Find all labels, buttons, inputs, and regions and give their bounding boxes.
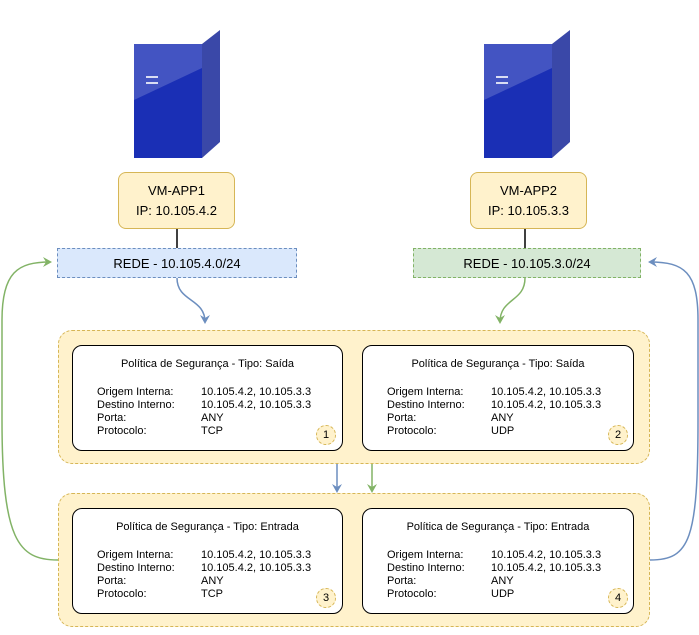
field-value: 10.105.4.2, 10.105.3.3	[201, 399, 312, 411]
policy-title: Política de Segurança - Tipo: Saída	[120, 358, 295, 370]
policy-card-1: Política de Segurança - Tipo: Saída Orig…	[72, 345, 343, 451]
server-icon	[134, 30, 220, 158]
field-value: ANY	[201, 412, 224, 424]
field-label: Destino Interno:	[387, 399, 465, 411]
server-icon	[484, 30, 570, 158]
field-value: UDP	[491, 425, 515, 437]
field-value: ANY	[491, 575, 514, 587]
field-label: Origem Interna:	[97, 386, 174, 398]
field-value: UDP	[491, 588, 515, 600]
policy-card-4: Política de Segurança - Tipo: Entrada Or…	[362, 508, 634, 614]
policy-number-badge: 3	[316, 588, 336, 608]
field-value: TCP	[201, 588, 223, 600]
field-label: Destino Interno:	[97, 562, 175, 574]
vm-name: VM-APP2	[499, 182, 558, 198]
vm-ip: IP: 10.105.4.2	[136, 202, 217, 218]
network-1-box: REDE - 10.105.4.0/24	[57, 248, 297, 278]
vm-name: VM-APP1	[147, 182, 206, 198]
field-label: Protocolo:	[387, 425, 437, 437]
vm-ip: IP: 10.105.3.3	[488, 202, 569, 218]
field-label: Porta:	[387, 575, 417, 587]
field-label: Origem Interna:	[97, 549, 174, 561]
field-value: 10.105.4.2, 10.105.3.3	[201, 549, 312, 561]
policy-card-3: Política de Segurança - Tipo: Entrada Or…	[72, 508, 343, 614]
field-value: ANY	[201, 575, 224, 587]
policy-title: Política de Segurança - Tipo: Entrada	[406, 521, 590, 533]
field-label: Porta:	[97, 412, 127, 424]
entrada-to-network2-loop	[648, 257, 699, 561]
vm-app2-box: VM-APP2 IP: 10.105.3.3	[470, 172, 587, 229]
policy-title: Política de Segurança - Tipo: Saída	[411, 358, 585, 370]
policy-number-badge: 1	[316, 425, 336, 445]
field-label: Destino Interno:	[97, 399, 175, 411]
network2-to-policies-arrow	[495, 277, 526, 324]
network-2-box: REDE - 10.105.3.0/24	[413, 248, 641, 278]
field-label: Porta:	[387, 412, 417, 424]
policy-number-badge: 2	[608, 425, 628, 445]
field-value: TCP	[201, 425, 223, 437]
field-value: 10.105.4.2, 10.105.3.3	[491, 562, 602, 574]
field-label: Origem Interna:	[387, 549, 464, 561]
network-label: REDE - 10.105.4.0/24	[113, 255, 241, 271]
field-value: 10.105.4.2, 10.105.3.3	[201, 386, 312, 398]
field-value: 10.105.4.2, 10.105.3.3	[491, 399, 602, 411]
field-label: Origem Interna:	[387, 386, 464, 398]
vm-app1-box: VM-APP1 IP: 10.105.4.2	[118, 172, 235, 229]
field-value: 10.105.4.2, 10.105.3.3	[201, 562, 312, 574]
policy-number-badge: 4	[608, 588, 628, 608]
field-value: ANY	[491, 412, 514, 424]
policy-card-2: Política de Segurança - Tipo: Saída Orig…	[362, 345, 634, 451]
network-label: REDE - 10.105.3.0/24	[463, 255, 591, 271]
entrada-to-network1-loop	[1, 257, 59, 561]
field-label: Protocolo:	[387, 588, 437, 600]
field-value: 10.105.4.2, 10.105.3.3	[491, 386, 602, 398]
field-label: Porta:	[97, 575, 127, 587]
field-label: Protocolo:	[97, 588, 147, 600]
field-label: Protocolo:	[97, 425, 147, 437]
field-value: 10.105.4.2, 10.105.3.3	[491, 549, 602, 561]
field-label: Destino Interno:	[387, 562, 465, 574]
network1-to-policies-arrow	[176, 277, 210, 324]
policy-title: Política de Segurança - Tipo: Entrada	[116, 521, 299, 533]
